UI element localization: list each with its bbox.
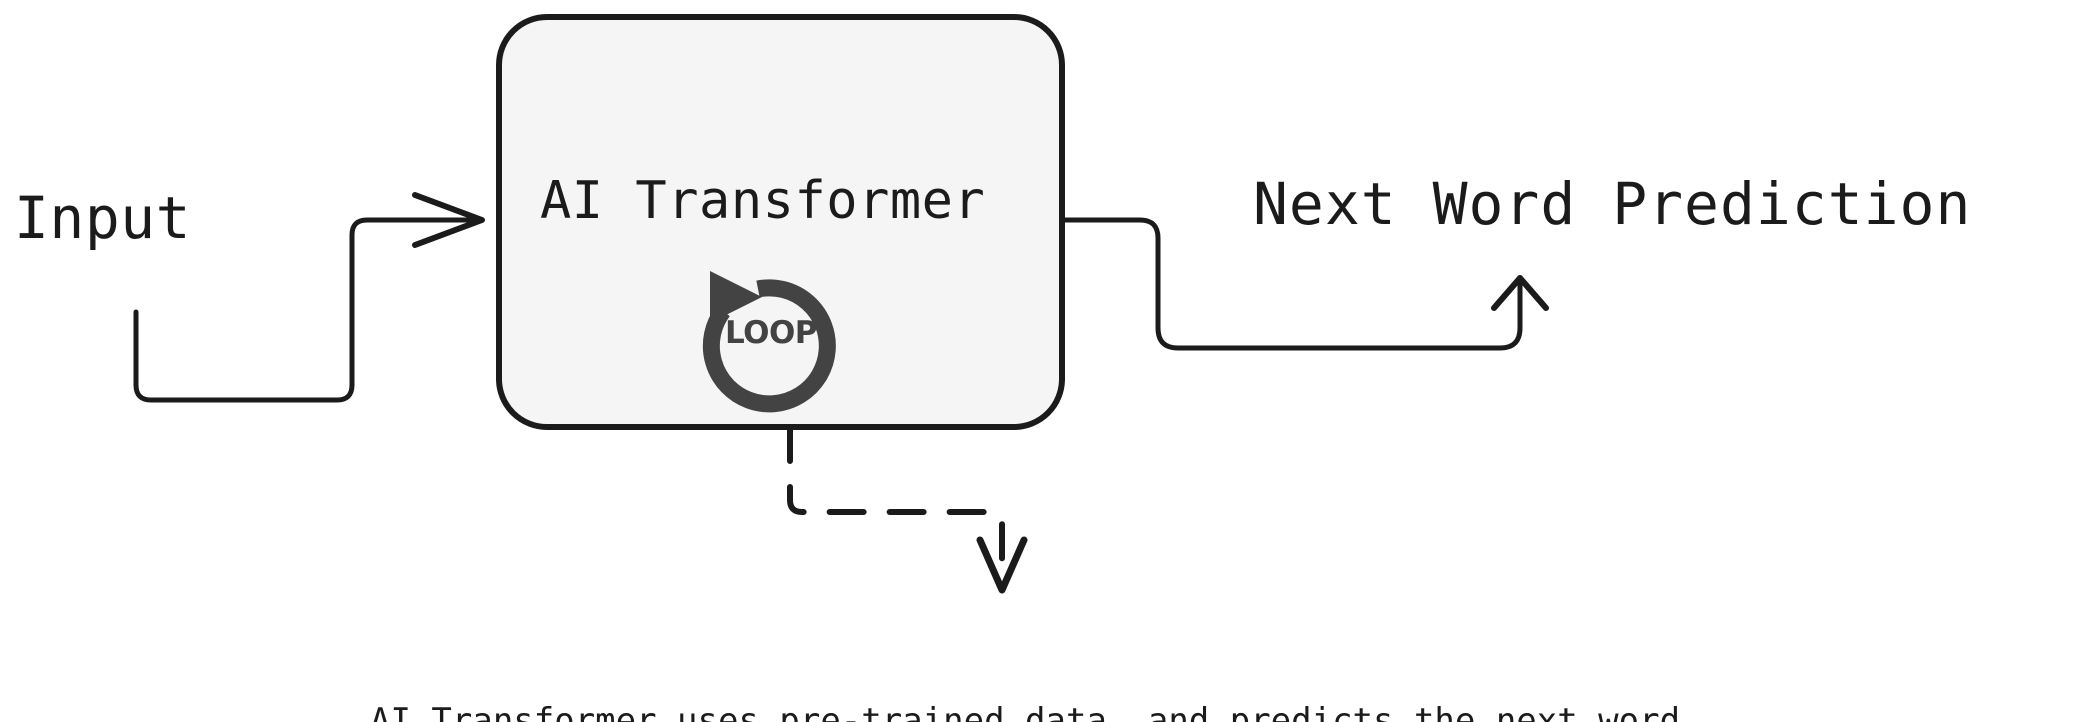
loop-icon [702, 271, 836, 413]
loop-badge-label: LOOP [724, 315, 818, 351]
edge-transformer-to-caption [787, 424, 1028, 594]
arrowhead-into-transformer [412, 192, 485, 248]
caption-block: AI Transformer uses pre-trained data, an… [370, 598, 1701, 722]
loop-arc [702, 279, 836, 413]
edge-input-path [133, 217, 481, 403]
arrowhead-into-caption [976, 536, 1028, 594]
edge-caption-dashed-path [787, 424, 1005, 583]
edge-input-to-transformer [133, 192, 485, 403]
input-node-label: Input [14, 184, 192, 252]
transformer-node-label: AI Transformer [540, 171, 986, 231]
caption-line-1: AI Transformer uses pre-trained data, an… [370, 700, 1681, 722]
output-node-label: Next Word Prediction [1253, 170, 1972, 238]
edge-transformer-to-output [1059, 217, 1549, 351]
edge-output-path [1059, 217, 1523, 351]
loop-arrowhead [710, 271, 762, 323]
arrowhead-into-output [1491, 275, 1549, 311]
